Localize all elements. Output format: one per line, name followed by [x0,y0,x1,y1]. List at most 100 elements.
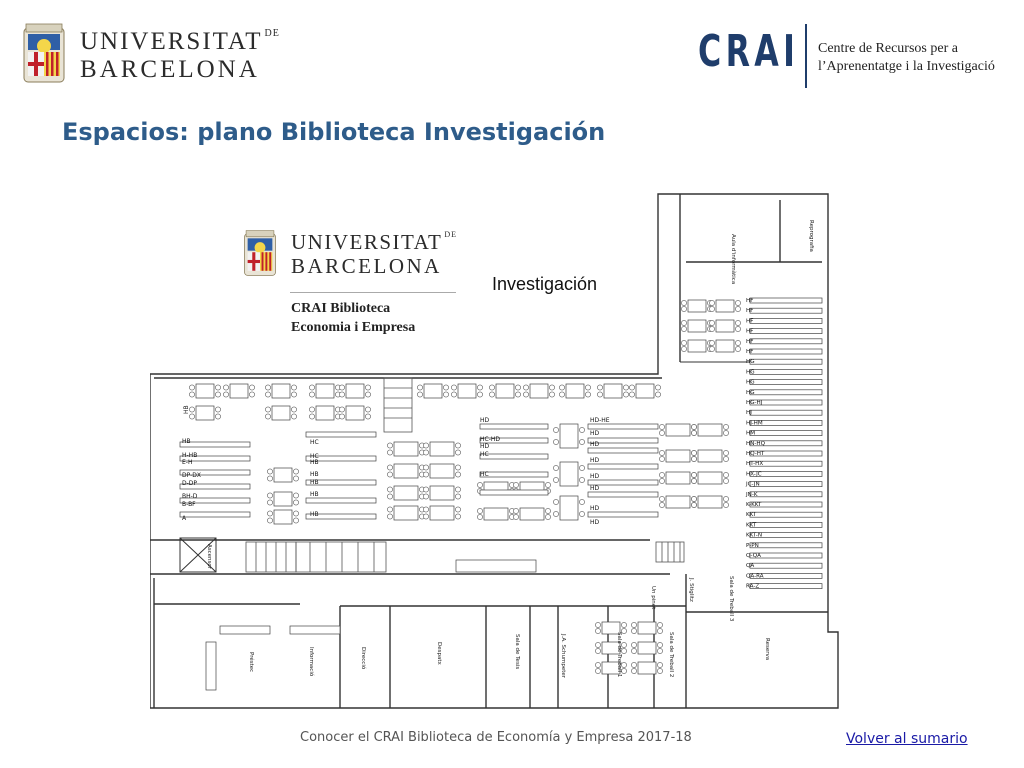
chair [339,406,345,413]
chair [579,465,585,471]
chair [291,384,297,391]
study-table [687,319,707,333]
ub-logo-line2: BARCELONA [80,56,260,83]
chair [691,472,697,478]
bookshelf [479,489,549,496]
chair [293,468,299,475]
bookshelf [179,511,251,518]
plan-furniture [179,297,823,691]
room-label-treball2: Sala de Treball 2 [668,632,674,677]
chair [267,499,273,506]
chair [579,427,585,433]
chair [681,320,687,326]
bookshelf [749,328,823,334]
ub-shield-icon [244,230,276,276]
chair [365,384,371,391]
chair [595,642,601,648]
chair [621,648,627,654]
bookshelf [305,479,377,486]
study-table [715,299,735,313]
bookshelf [749,552,823,559]
chair [455,471,461,478]
chair [549,391,555,398]
back-to-summary-link[interactable]: Volver al sumario [846,731,968,747]
chair [659,424,665,430]
chair [291,391,297,398]
chair [595,648,601,654]
chair [339,413,345,420]
chair [631,648,637,654]
study-table [559,461,579,487]
chair [387,486,393,493]
bookshelf [749,522,823,528]
bookshelf [749,420,823,426]
chair [189,391,195,398]
room-label-stiglitz: J. Stiglitz [688,577,694,602]
crai-logo: CRAI Centre de Recursos per a l’Aprenent… [698,24,1018,88]
shelf-code: HD [590,430,600,437]
bookshelf [749,583,823,589]
chair [387,493,393,500]
chair [477,384,483,391]
crai-separator [805,24,807,88]
chair [455,513,461,520]
chair [267,492,273,499]
shelf-code: HT-HX [746,461,763,467]
bookshelf [749,389,823,396]
shelf-code: QA-RA [746,573,764,579]
shelf-code: HD [590,473,600,480]
study-table [687,339,707,353]
room-label-un-pinet: Un pinet [650,586,656,610]
chair [553,499,559,505]
chair [735,340,741,346]
shelf-code: HD [590,457,600,464]
chair [595,622,601,628]
study-table [483,507,509,521]
study-table [345,405,365,421]
shelf-code: HB [183,405,190,414]
shelf-code: KKT [746,522,757,528]
study-table [603,383,623,399]
bookshelf [749,481,823,487]
bookshelf [749,501,823,508]
chair [709,306,715,312]
shelf-code: HN-HQ [746,441,766,447]
chair [423,506,429,513]
chair [293,475,299,482]
chair [659,456,665,462]
shelf-codes-center: HD HC-HD HD HC HC HD-HE HD HD HD HD HD H… [480,417,610,526]
bookshelf [179,483,251,490]
shelf-code: HF [746,318,753,324]
chair [443,384,449,391]
chair [423,442,429,449]
chair [291,406,297,413]
bookshelf [587,423,659,430]
chair [735,320,741,326]
study-table [429,505,455,521]
chair [515,384,521,391]
chair [553,477,559,483]
chair [585,391,591,398]
study-table [635,383,655,399]
chair [623,391,629,398]
chair [691,478,697,484]
bookshelf [749,379,823,385]
chair [579,499,585,505]
chair [631,662,637,668]
chair [423,471,429,478]
chair [585,384,591,391]
chair [735,346,741,352]
bookshelf [479,423,549,430]
chair [293,510,299,517]
study-table [457,383,477,399]
bookshelf [749,297,823,304]
shelf-code: HB [310,459,319,466]
elevator [179,537,217,573]
room-label-reprografia: Reprografia [808,220,814,252]
bookshelf [587,479,659,486]
shelf-code: HF [746,308,753,314]
study-table [315,405,335,421]
chair [365,391,371,398]
study-table [271,405,291,421]
